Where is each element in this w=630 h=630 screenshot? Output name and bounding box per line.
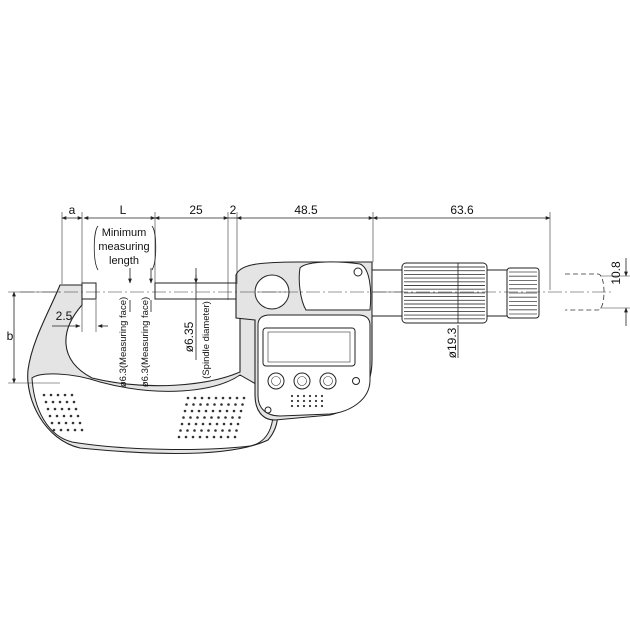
dim-6-35: ø6.35	[182, 321, 196, 352]
dim-10-8: 10.8	[609, 261, 623, 285]
dim-63-6: 63.6	[450, 203, 474, 217]
control-buttons	[264, 372, 360, 414]
note-length: length	[109, 255, 139, 267]
ratchet-outline-dashed	[565, 273, 605, 311]
lcd-screen	[262, 327, 356, 367]
body-dots	[290, 394, 324, 408]
extension-lines	[8, 212, 630, 384]
thimble	[401, 262, 488, 324]
dim-b: b	[7, 329, 14, 343]
note-measuring-face-2: ø6.3(Measuring face)	[140, 297, 151, 387]
dim-25: 25	[189, 203, 203, 217]
micrometer-frame	[27, 284, 279, 455]
micrometer-head	[235, 261, 403, 421]
button-middle	[293, 372, 311, 390]
grip-dots	[42, 393, 246, 439]
note-measuring: measuring	[98, 241, 149, 253]
dim-19-3: ø19.3	[445, 327, 459, 358]
button-left	[267, 372, 285, 390]
dim-2: 2	[230, 203, 237, 217]
sleeve	[371, 269, 403, 317]
note-minimum: Minimum	[102, 227, 147, 239]
ratchet	[486, 267, 540, 319]
note-spindle-diameter: (Spindle diameter)	[201, 301, 212, 379]
anvil	[81, 282, 97, 300]
dim-a: a	[69, 203, 76, 217]
note-measuring-face-1: ø6.3(Measuring face)	[118, 297, 129, 387]
dim-L: L	[120, 203, 127, 217]
frame-grip-panel	[31, 373, 274, 450]
upper-housing	[298, 261, 372, 311]
dim-2-5: 2.5	[56, 309, 73, 323]
button-right	[319, 372, 337, 390]
min-length-bracket	[93, 225, 99, 271]
dim-48-5: 48.5	[294, 203, 318, 217]
